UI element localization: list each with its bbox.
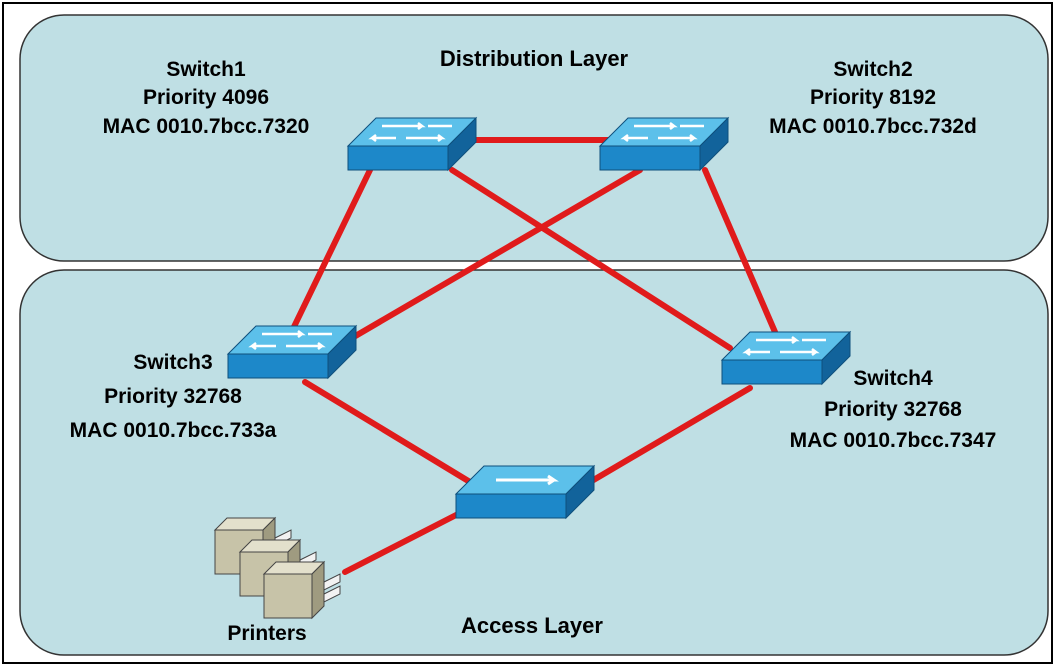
link-switch2-switch3 — [337, 167, 643, 348]
switch3-label: Switch3 Priority 32768 MAC 0010.7bcc.733… — [70, 351, 277, 442]
switch4-name: Switch4 — [853, 367, 933, 390]
link-switch2-switch4 — [702, 167, 778, 335]
printers-label: Printers — [227, 622, 306, 645]
link-switch3-access — [302, 379, 473, 485]
access-switch-icon[interactable] — [454, 464, 596, 520]
switch1-priority: Priority 4096 — [143, 86, 269, 109]
switch3-priority: Priority 32768 — [104, 385, 242, 408]
link-printers-access — [342, 510, 463, 575]
distribution-layer-label: Distribution Layer — [440, 46, 629, 71]
switch2-name: Switch2 — [833, 58, 912, 81]
switch1-name: Switch1 — [166, 58, 246, 81]
links — [287, 137, 778, 575]
link-switch4-access — [582, 385, 753, 488]
switch1-label: Switch1 Priority 4096 MAC 0010.7bcc.7320 — [103, 58, 310, 138]
switch4-priority: Priority 32768 — [824, 398, 962, 421]
switch3-name: Switch3 — [133, 351, 212, 374]
switch4-mac: MAC 0010.7bcc.7347 — [790, 429, 997, 452]
link-switch1-switch4 — [449, 167, 733, 351]
access-layer-panel — [19, 269, 1049, 656]
switch4-label: Switch4 Priority 32768 MAC 0010.7bcc.734… — [790, 367, 997, 452]
switch2-label: Switch2 Priority 8192 MAC 0010.7bcc.732d — [769, 58, 977, 138]
switch3-mac: MAC 0010.7bcc.733a — [70, 419, 277, 442]
switch2-priority: Priority 8192 — [810, 86, 936, 109]
access-layer-label: Access Layer — [461, 613, 603, 638]
switch1-mac: MAC 0010.7bcc.7320 — [103, 115, 310, 138]
link-switch1-switch3 — [287, 167, 373, 338]
switch2-mac: MAC 0010.7bcc.732d — [769, 115, 977, 138]
